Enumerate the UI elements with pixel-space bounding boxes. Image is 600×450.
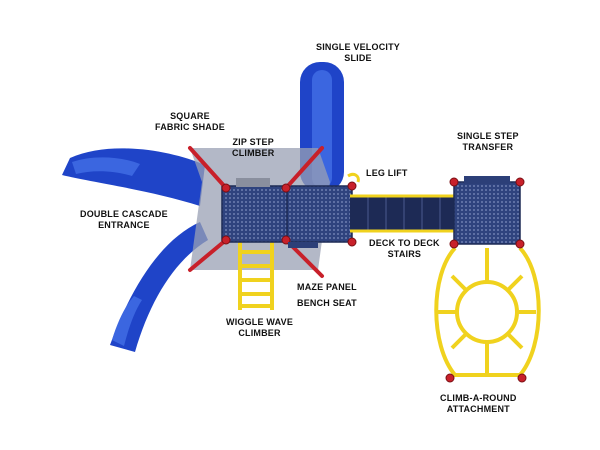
right-deck	[453, 176, 521, 245]
label-square-fabric-shade: SQUARE FABRIC SHADE	[155, 111, 225, 132]
label-bench-seat: BENCH SEAT	[297, 298, 357, 308]
deck-to-deck-stairs-shape	[350, 194, 458, 233]
label-zip-step-climber: ZIP STEP CLIMBER	[232, 137, 275, 158]
climb-a-round-shape	[434, 246, 541, 377]
main-deck	[221, 178, 353, 243]
wiggle-wave-climber-shape	[238, 240, 274, 310]
label-single-velocity-slide: SINGLE VELOCITY SLIDE	[316, 42, 401, 63]
label-climb-a-round-attachment: CLIMB-A-ROUND ATTACHMENT	[440, 393, 517, 414]
post-caps	[221, 177, 527, 383]
label-single-step-transfer: SINGLE STEP TRANSFER	[457, 131, 519, 152]
label-maze-panel: MAZE PANEL	[297, 282, 357, 292]
label-double-cascade-entrance: DOUBLE CASCADE ENTRANCE	[80, 209, 168, 230]
label-deck-to-deck-stairs: DECK TO DECK STAIRS	[369, 238, 440, 259]
label-leg-lift: LEG LIFT	[366, 168, 408, 178]
double-cascade-slides	[62, 148, 208, 352]
bench-seat-shape	[288, 242, 318, 248]
label-wiggle-wave-climber: WIGGLE WAVE CLIMBER	[226, 317, 294, 338]
leg-lift-shape	[347, 172, 360, 183]
